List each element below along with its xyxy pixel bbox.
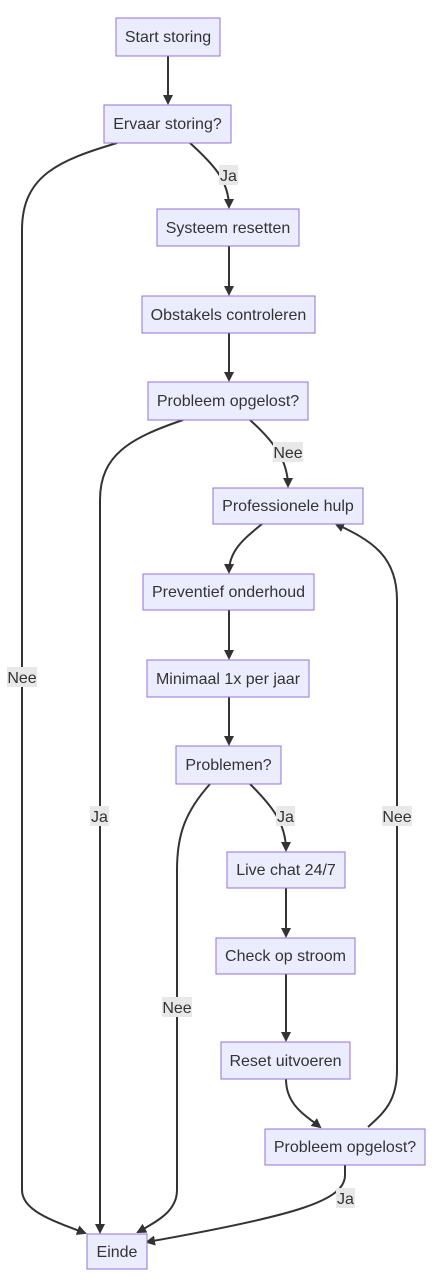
svg-text:Reset uitvoeren: Reset uitvoeren [229,1053,341,1070]
svg-text:Problemen?: Problemen? [185,757,271,774]
label-problems-no: Nee [162,997,192,1017]
node-ervaar-storing: Ervaar storing? [103,104,232,144]
svg-text:Ja: Ja [337,1191,354,1208]
node-problemen: Problemen? [175,745,282,785]
svg-text:Live chat 24/7: Live chat 24/7 [236,862,336,879]
svg-text:Ja: Ja [91,809,108,826]
svg-text:Einde: Einde [97,1244,138,1261]
nodes: Start storing Ervaar storing? Systeem re… [86,17,426,1270]
node-probleem-opgelost-2: Probleem opgelost? [264,1128,426,1166]
svg-text:Check op stroom: Check op stroom [225,948,346,965]
node-einde: Einde [86,1233,148,1270]
node-professionele-hulp: Professionele hulp [212,487,364,525]
svg-text:Professionele hulp: Professionele hulp [222,498,354,515]
edge-solved1-yes [95,419,184,1234]
label-solved1-yes: Ja [90,806,109,826]
svg-text:Systeem resetten: Systeem resetten [166,220,291,237]
node-preventief-onderhoud: Preventief onderhoud [142,573,315,611]
edge-solved2-yes [145,1165,346,1246]
node-obstakels-controleren: Obstakels controleren [141,295,316,334]
edge-reset-to-solved2 [285,1078,322,1129]
edge-solved2-no [334,522,398,1128]
edge-problems-no [136,783,211,1233]
svg-text:Start storing: Start storing [125,29,211,46]
label-solved2-yes: Ja [336,1188,355,1208]
label-experience-yes: Ja [219,165,238,185]
svg-text:Probleem opgelost?: Probleem opgelost? [157,393,299,410]
node-probleem-opgelost-1: Probleem opgelost? [147,381,309,421]
svg-text:Preventief onderhoud: Preventief onderhoud [152,584,305,601]
svg-text:Probleem opgelost?: Probleem opgelost? [274,1139,416,1156]
node-check-op-stroom: Check op stroom [215,937,356,975]
node-live-chat: Live chat 24/7 [226,851,346,889]
edge-professional-to-preventive [224,523,263,574]
svg-text:Nee: Nee [162,1000,191,1017]
node-systeem-resetten: Systeem resetten [156,208,300,247]
label-experience-no: Nee [7,667,37,687]
label-problems-yes: Ja [276,806,295,826]
svg-text:Nee: Nee [382,809,411,826]
label-solved1-no: Nee [273,442,303,462]
svg-text:Nee: Nee [7,670,36,687]
svg-text:Minimaal 1x per jaar: Minimaal 1x per jaar [156,671,301,688]
svg-text:Ja: Ja [220,168,237,185]
node-start-storing: Start storing [115,17,221,57]
svg-text:Nee: Nee [273,445,302,462]
edge-problems-yes [249,783,291,852]
edge-experience-no [21,142,118,1235]
label-solved2-no: Nee [382,806,412,826]
edge-labels: Ja Nee Ja Nee Ja Nee Nee Ja [7,165,412,1208]
svg-text:Ja: Ja [277,809,294,826]
svg-text:Ervaar storing?: Ervaar storing? [113,116,222,133]
edge-experience-yes [189,142,234,209]
edges [21,56,398,1246]
node-minimaal-1x-per-jaar: Minimaal 1x per jaar [146,659,310,698]
svg-text:Obstakels controleren: Obstakels controleren [151,307,307,324]
node-reset-uitvoeren: Reset uitvoeren [220,1041,351,1080]
